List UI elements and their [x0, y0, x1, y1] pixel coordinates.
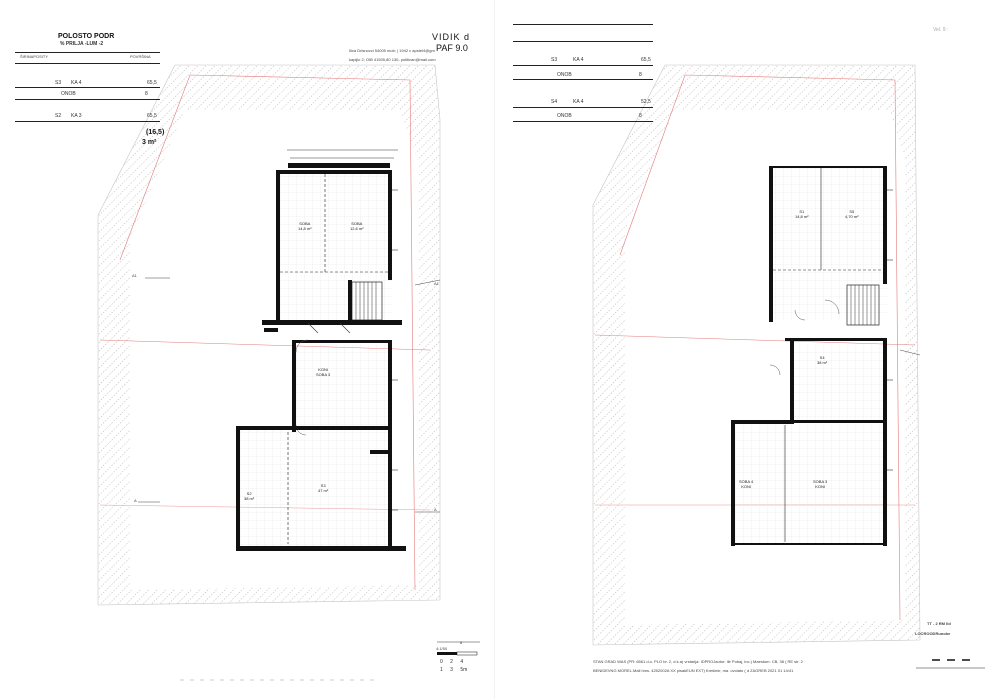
- table-total: (16,5): [146, 129, 165, 136]
- sheet-divider: [494, 0, 495, 699]
- axis-label: A: [434, 507, 437, 512]
- right-floorplan-drawing: [592, 64, 985, 669]
- scale-numbers-bottom: 1 3 5m: [440, 667, 468, 673]
- header-logo: VIDIK d: [432, 32, 471, 42]
- right-drawing-sheet: S3 KA 4 65,5 ONOB 8 S4 KA 4 52,5 ONOB 8 …: [495, 0, 989, 699]
- footer-info-line: BENIDEVNG MOREL.Mail hms. 4252002A XX pi…: [593, 669, 794, 673]
- area-table: S3 KA 4 65,5 ONOB 8 S4 KA 4 52,5 ONOB 8: [513, 24, 653, 123]
- header-logo-sub: PAF 9.0: [436, 43, 468, 53]
- left-drawing-sheet: POLOSTO PODR % PRILJA -LUM -2 ŠIRINAPOSI…: [0, 0, 494, 699]
- header-address-line: Ilica Drisnovci 54005 mob: | 1942 c apst…: [349, 48, 435, 53]
- table-row: ONOB 8: [15, 89, 160, 100]
- table-row: ONOB 8: [513, 71, 653, 80]
- table-row: ŠIRINAPOSITY POVRŠINA: [15, 53, 160, 64]
- header-logo: Vel. 9 :: [933, 27, 949, 33]
- scale-header: 8: [460, 640, 463, 645]
- table-row: S4 KA 4 52,5: [513, 97, 653, 108]
- scale-ratio: 4:1/50: [436, 646, 448, 651]
- scale-numbers-top: 0 2 4: [440, 659, 464, 665]
- area-table: ŠIRINAPOSITY POVRŠINA S3 KA 4 65,5 ONOB …: [15, 52, 160, 125]
- header-contact-line: kapijlo 2; OIB 41505,80 130- politican@m…: [349, 57, 436, 62]
- stamp-title: TT - 2 RM Ild: [927, 621, 951, 626]
- table-title: POLOSTO PODR: [58, 33, 115, 40]
- left-floorplan-drawing: [97, 64, 480, 681]
- table-row: [513, 33, 653, 42]
- stamp-subtitle: LOCROODRunobe: [915, 631, 951, 636]
- table-row: S3 KA 4 65,5: [513, 55, 653, 66]
- table-row: S3 KA 4 65,5: [15, 77, 160, 88]
- table-row: S2 KA 3 65,5: [15, 111, 160, 122]
- axis-label: A: [134, 498, 137, 503]
- footer-info-line: STAN GRAD WAS (PR: 6561 d.o. PLO br. 2, …: [593, 660, 803, 664]
- table-total-unit: 3 m²: [142, 139, 157, 146]
- table-row: ONOB 8: [513, 111, 653, 122]
- axis-label: A1: [434, 281, 439, 286]
- axis-label: A1: [132, 273, 137, 278]
- table-subtitle: % PRILJA -LUM -2: [60, 41, 104, 47]
